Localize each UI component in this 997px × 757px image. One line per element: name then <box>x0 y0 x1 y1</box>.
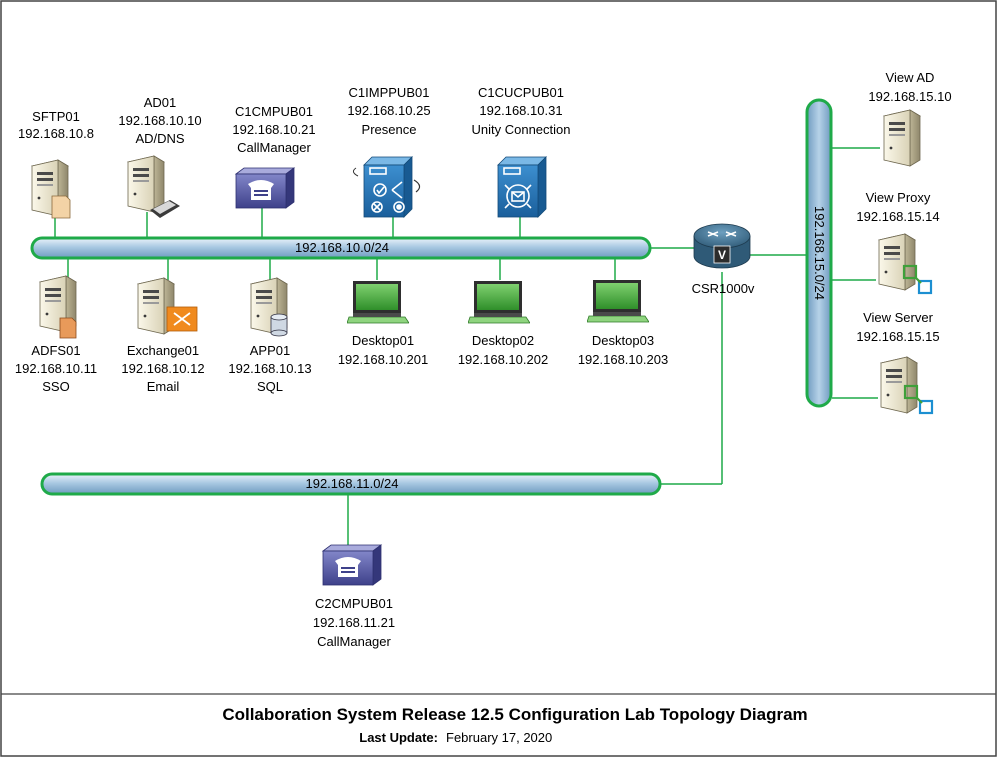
laptop-icon <box>347 280 409 324</box>
server-icon <box>883 109 921 167</box>
arrow-icon <box>352 167 359 177</box>
svg-text:192.168.10.8: 192.168.10.8 <box>18 126 94 141</box>
svg-text:192.168.10.202: 192.168.10.202 <box>458 352 548 367</box>
last-update-label: Last Update: <box>359 730 438 745</box>
callmanager-icon <box>235 167 295 209</box>
node-app01: APP01 192.168.10.13 SQL <box>228 277 312 394</box>
svg-text:AD/DNS: AD/DNS <box>135 131 184 146</box>
database-icon <box>270 313 288 337</box>
node-sftp01: SFTP01 192.168.10.8 <box>18 109 94 219</box>
svg-text:192.168.10.10: 192.168.10.10 <box>118 113 201 128</box>
svg-text:V: V <box>718 248 726 262</box>
svg-text:C1IMPPUB01: C1IMPPUB01 <box>349 85 430 100</box>
svg-text:192.168.15.15: 192.168.15.15 <box>856 329 939 344</box>
svg-text:View Proxy: View Proxy <box>866 190 931 205</box>
svg-text:Email: Email <box>147 379 180 394</box>
certificate-icon <box>59 317 77 339</box>
svg-text:192.168.10.25: 192.168.10.25 <box>347 103 430 118</box>
node-viewad: View AD 192.168.15.10 <box>868 70 952 167</box>
router-csr1000v: V CSR1000v <box>692 223 755 296</box>
svg-text:Desktop03: Desktop03 <box>592 333 654 348</box>
voicemail-icon <box>503 167 532 209</box>
svg-text:C2CMPUB01: C2CMPUB01 <box>315 596 393 611</box>
svg-text:Desktop02: Desktop02 <box>472 333 534 348</box>
presence-server-icon <box>363 156 413 218</box>
callmanager-icon <box>322 544 382 586</box>
node-desktop02: Desktop02 192.168.10.202 <box>458 280 548 367</box>
network-bus-lan11: 192.168.11.0/24 <box>40 472 662 496</box>
document-icon <box>51 195 71 219</box>
node-c1cucpub01: C1CUCPUB01 192.168.10.31 Unity Connectio… <box>472 85 571 218</box>
svg-text:Desktop01: Desktop01 <box>352 333 414 348</box>
server-icon <box>878 233 916 291</box>
server-icon <box>127 155 165 213</box>
node-exchange01: Exchange01 192.168.10.12 Email <box>121 277 205 394</box>
svg-text:Exchange01: Exchange01 <box>127 343 199 358</box>
svg-text:192.168.15.14: 192.168.15.14 <box>856 209 939 224</box>
vmware-icon <box>902 264 933 295</box>
node-viewproxy: View Proxy 192.168.15.14 <box>856 190 940 295</box>
connection-lines <box>54 147 880 545</box>
svg-text:192.168.10.31: 192.168.10.31 <box>479 103 562 118</box>
svg-text:SSO: SSO <box>42 379 69 394</box>
svg-text:CallManager: CallManager <box>237 140 311 155</box>
svg-text:C1CMPUB01: C1CMPUB01 <box>235 104 313 119</box>
router-icon: V <box>693 223 751 269</box>
network-label-lan15: 192.168.15.0/24 <box>812 206 827 300</box>
node-ad01: AD01 192.168.10.10 AD/DNS <box>118 95 202 218</box>
laptop-icon <box>468 280 530 324</box>
network-bus-lan10: 192.168.10.0/24 <box>30 236 652 260</box>
svg-text:SQL: SQL <box>257 379 283 394</box>
laptop-icon <box>587 279 649 323</box>
svg-text:192.168.10.203: 192.168.10.203 <box>578 352 668 367</box>
router-label: CSR1000v <box>692 281 755 296</box>
presence-icon <box>369 167 405 213</box>
svg-text:View Server: View Server <box>863 310 934 325</box>
svg-text:View AD: View AD <box>886 70 935 85</box>
node-desktop03: Desktop03 192.168.10.203 <box>578 279 668 367</box>
svg-text:Unity Connection: Unity Connection <box>472 122 571 137</box>
svg-text:192.168.10.13: 192.168.10.13 <box>228 361 311 376</box>
svg-text:CallManager: CallManager <box>317 634 391 649</box>
svg-text:SFTP01: SFTP01 <box>32 109 80 124</box>
node-desktop01: Desktop01 192.168.10.201 <box>338 280 428 367</box>
svg-text:192.168.10.11: 192.168.10.11 <box>15 361 97 376</box>
svg-text:192.168.10.21: 192.168.10.21 <box>232 122 315 137</box>
network-bus-lan15: 192.168.15.0/24 <box>805 98 833 408</box>
svg-text:192.168.10.201: 192.168.10.201 <box>338 352 428 367</box>
network-label-lan10: 192.168.10.0/24 <box>295 240 389 255</box>
svg-text:192.168.15.10: 192.168.15.10 <box>868 89 951 104</box>
node-c1imppub01: C1IMPPUB01 192.168.10.25 Presence <box>347 85 431 218</box>
node-viewserver: View Server 192.168.15.15 <box>856 310 940 415</box>
keyboard-icon <box>150 200 180 218</box>
svg-text:C1CUCPUB01: C1CUCPUB01 <box>478 85 564 100</box>
svg-text:192.168.10.12: 192.168.10.12 <box>121 361 204 376</box>
last-update-date: February 17, 2020 <box>446 730 552 745</box>
svg-text:AD01: AD01 <box>144 95 177 110</box>
svg-text:Presence: Presence <box>362 122 417 137</box>
svg-text:ADFS01: ADFS01 <box>31 343 80 358</box>
svg-text:APP01: APP01 <box>250 343 290 358</box>
node-c1cmpub01: C1CMPUB01 192.168.10.21 CallManager <box>232 104 316 209</box>
diagram-title: Collaboration System Release 12.5 Config… <box>222 705 807 724</box>
network-label-lan11: 192.168.11.0/24 <box>305 476 398 491</box>
node-c2cmpub01: C2CMPUB01 192.168.11.21 CallManager <box>313 544 395 649</box>
node-adfs01: ADFS01 192.168.10.11 SSO <box>15 275 97 394</box>
vmware-icon <box>903 384 934 415</box>
exchange-icon <box>166 306 198 332</box>
svg-text:192.168.11.21: 192.168.11.21 <box>313 615 395 630</box>
